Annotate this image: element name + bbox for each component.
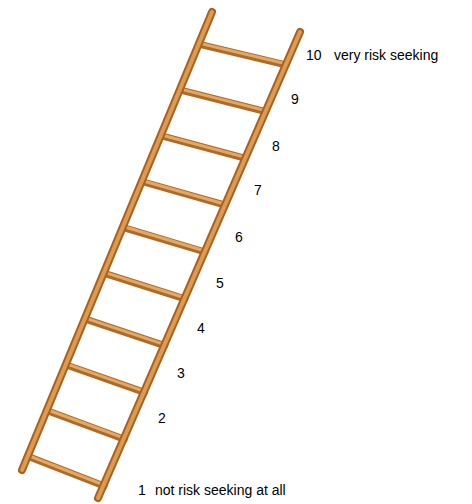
ladder-rungs (28, 43, 286, 486)
scale-number: 8 (272, 138, 280, 154)
scale-number: 10 (306, 47, 322, 63)
rung-highlight (28, 43, 286, 485)
right-rail-highlight (98, 32, 300, 498)
rung-shadow (28, 44, 286, 486)
scale-number: 6 (235, 229, 243, 245)
scale-number: 9 (291, 91, 299, 107)
right-rail (98, 32, 300, 498)
scale-number: 1 (138, 482, 146, 498)
scale-number: 5 (216, 275, 224, 291)
scale-number: 7 (254, 182, 262, 198)
scale-number: 4 (197, 320, 205, 336)
scale-anchor: very risk seeking (334, 47, 438, 63)
scale-anchor: not risk seeking at all (155, 482, 286, 498)
left-rail (22, 12, 212, 470)
scale-number: 2 (158, 410, 166, 426)
left-rail-highlight (22, 12, 212, 470)
ladder-rails (22, 12, 300, 498)
scale-number: 3 (177, 365, 185, 381)
